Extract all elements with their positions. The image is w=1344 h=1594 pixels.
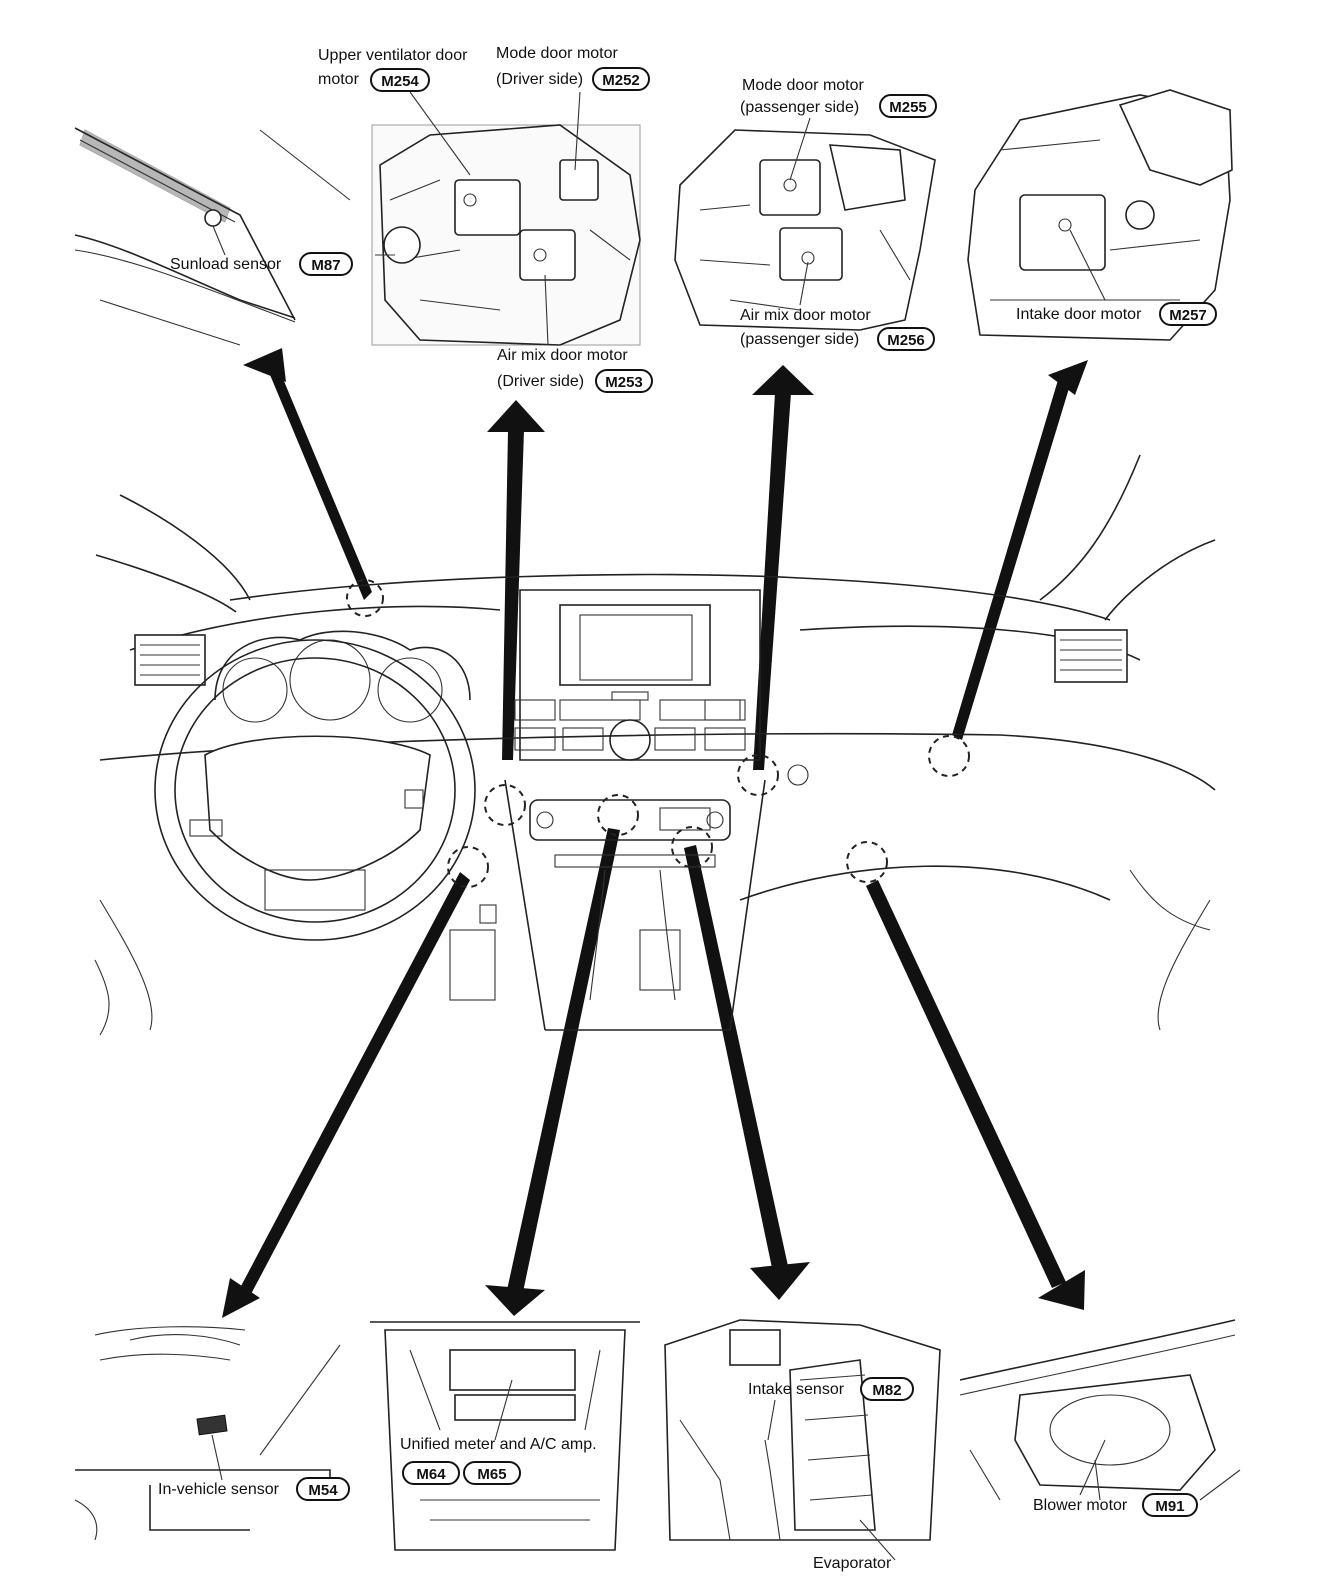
connector-badge-m82: M82 — [860, 1377, 914, 1401]
driver-motors-inset — [371, 124, 641, 346]
connector-badge-m256: M256 — [877, 327, 935, 351]
connector-badge-m91: M91 — [1142, 1493, 1198, 1517]
mode-door-passenger-label-1: Mode door motor — [742, 77, 865, 94]
connector-badge-m254: M254 — [370, 68, 430, 92]
connector-badge-m64: M64 — [402, 1461, 460, 1485]
svg-text:M252: M252 — [602, 72, 640, 89]
blower-motor-inset — [959, 1319, 1241, 1501]
connector-badge-m54: M54 — [296, 1477, 350, 1501]
svg-text:M257: M257 — [1169, 307, 1207, 324]
location-markers — [346, 579, 970, 888]
blower-motor-label: Blower motor — [1033, 1497, 1128, 1514]
intake-door-motor-label: Intake door motor — [1016, 306, 1142, 323]
svg-text:M254: M254 — [381, 73, 419, 90]
in-vehicle-sensor-inset — [74, 1326, 341, 1541]
air-mix-passenger-label-1: Air mix door motor — [740, 307, 871, 324]
svg-text:M87: M87 — [311, 257, 340, 274]
intake-door-motor-inset — [967, 89, 1233, 341]
svg-text:M91: M91 — [1155, 1498, 1184, 1515]
upper-ventilator-label-2: motor — [318, 71, 360, 88]
mode-door-driver-label-1: Mode door motor — [496, 45, 619, 62]
mode-door-driver-label-2: (Driver side) — [496, 71, 583, 88]
mode-door-passenger-label-2: (passenger side) — [740, 99, 859, 116]
air-mix-driver-label-1: Air mix door motor — [497, 347, 628, 364]
svg-text:M65: M65 — [477, 1466, 506, 1483]
dashboard-illustration — [94, 454, 1216, 1036]
connector-badge-m255: M255 — [879, 94, 937, 118]
connector-badge-m87: M87 — [299, 252, 353, 276]
connector-badge-m252: M252 — [592, 67, 650, 91]
in-vehicle-sensor-label: In-vehicle sensor — [158, 1481, 280, 1498]
passenger-motors-inset — [674, 129, 936, 331]
sunload-sensor-inset — [74, 127, 351, 346]
air-mix-driver-label-2: (Driver side) — [497, 373, 584, 390]
location-arrows — [222, 348, 1088, 1318]
sunload-sensor-label: Sunload sensor — [170, 256, 282, 273]
intake-sensor-inset — [664, 1319, 941, 1541]
connector-badge-m257: M257 — [1159, 302, 1217, 326]
svg-text:M256: M256 — [887, 332, 925, 349]
intake-sensor-label: Intake sensor — [748, 1381, 845, 1398]
connector-badge-m253: M253 — [595, 369, 653, 393]
svg-text:M82: M82 — [872, 1382, 901, 1399]
evaporator-label: Evaporator — [813, 1555, 892, 1572]
svg-text:M54: M54 — [308, 1482, 338, 1499]
upper-ventilator-label-1: Upper ventilator door — [318, 47, 468, 64]
air-mix-passenger-label-2: (passenger side) — [740, 331, 859, 348]
svg-text:M64: M64 — [416, 1466, 446, 1483]
connector-badge-m65: M65 — [463, 1461, 521, 1485]
svg-text:M255: M255 — [889, 99, 927, 116]
svg-text:M253: M253 — [605, 374, 643, 391]
unified-meter-label: Unified meter and A/C amp. — [400, 1436, 597, 1453]
unified-meter-inset — [370, 1321, 640, 1551]
